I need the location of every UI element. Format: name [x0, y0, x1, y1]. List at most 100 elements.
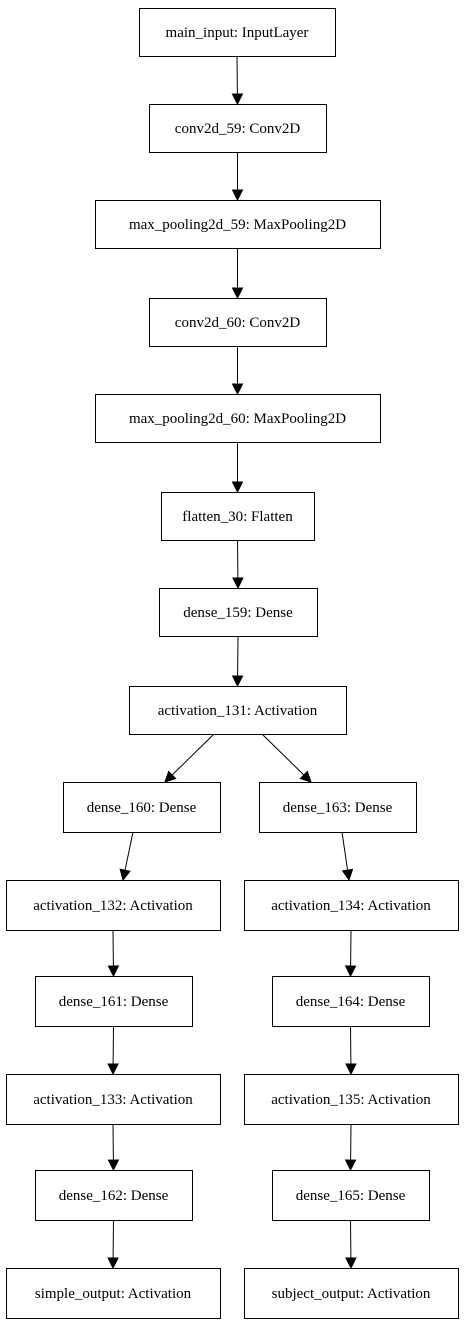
edge-line — [124, 831, 134, 871]
arrowhead-icon — [231, 93, 244, 106]
edge-dense_162-to-simple_output — [107, 1219, 119, 1270]
node-simple-output: simple_output: Activation — [6, 1268, 221, 1319]
edge-flatten_30-to-dense_159 — [232, 539, 244, 590]
arrowhead-icon — [345, 1063, 357, 1076]
node-box — [259, 782, 417, 833]
node-dense-165: dense_165: Dense — [272, 1170, 430, 1221]
arrowhead-icon — [107, 1257, 119, 1270]
node-label: max_pooling2d_59: MaxPooling2D — [129, 217, 346, 233]
edge-dense_163-to-activation_134 — [341, 831, 354, 882]
node-box — [159, 588, 318, 637]
node-box — [244, 1074, 459, 1125]
edge-conv2d_59-to-max_pooling2d_59 — [231, 152, 244, 202]
node-label: dense_160: Dense — [87, 800, 197, 816]
node-flatten-30: flatten_30: Flatten — [161, 492, 315, 541]
node-label: conv2d_59: Conv2D — [175, 121, 301, 137]
edges-layer — [107, 55, 357, 1270]
arrowhead-icon — [345, 1257, 357, 1270]
node-box — [272, 976, 430, 1027]
arrowhead-icon — [107, 965, 120, 978]
node-label: dense_159: Dense — [183, 605, 293, 621]
node-subject-output: subject_output: Activation — [244, 1268, 459, 1319]
edge-main_input-to-conv2d_59 — [231, 55, 244, 106]
edge-activation_131-to-dense_160 — [164, 733, 215, 783]
node-conv2d-59: conv2d_59: Conv2D — [149, 104, 327, 153]
node-box — [244, 880, 459, 931]
edge-activation_132-to-dense_161 — [107, 929, 120, 978]
edge-max_pooling2d_60-to-flatten_30 — [231, 442, 244, 494]
node-main-input: main_input: InputLayer — [139, 8, 336, 57]
arrowhead-icon — [232, 577, 244, 590]
arrowhead-icon — [344, 965, 357, 978]
arrowhead-icon — [231, 675, 244, 688]
node-box — [149, 298, 327, 347]
node-max-pooling2d-59: max_pooling2d_59: MaxPooling2D — [95, 200, 381, 249]
edge-line — [171, 733, 215, 776]
edge-max_pooling2d_59-to-conv2d_60 — [231, 248, 244, 300]
node-label: dense_164: Dense — [296, 994, 406, 1010]
node-box — [139, 8, 336, 57]
arrowhead-icon — [119, 868, 131, 882]
edge-line — [341, 831, 349, 871]
node-box — [63, 782, 221, 833]
arrowhead-icon — [299, 770, 312, 783]
edge-line — [261, 733, 305, 776]
node-box — [149, 104, 327, 153]
node-label: activation_131: Activation — [158, 703, 318, 719]
arrowhead-icon — [231, 383, 244, 396]
arrowhead-icon — [231, 287, 244, 300]
node-box — [272, 1170, 430, 1221]
node-label: subject_output: Activation — [272, 1286, 431, 1302]
node-label: main_input: InputLayer — [166, 25, 309, 41]
node-dense-161: dense_161: Dense — [35, 976, 193, 1027]
node-label: simple_output: Activation — [35, 1286, 192, 1302]
node-dense-163: dense_163: Dense — [259, 782, 417, 833]
node-activation-131: activation_131: Activation — [129, 686, 347, 735]
node-box — [6, 1074, 221, 1125]
arrowhead-icon — [107, 1063, 119, 1076]
node-dense-160: dense_160: Dense — [63, 782, 221, 833]
node-label: dense_165: Dense — [296, 1188, 406, 1204]
edge-dense_161-to-activation_133 — [107, 1025, 119, 1076]
edge-dense_164-to-activation_135 — [345, 1025, 357, 1076]
arrowhead-icon — [344, 1159, 357, 1172]
edge-dense_165-to-subject_output — [345, 1219, 357, 1270]
node-label: activation_132: Activation — [33, 898, 193, 914]
arrowhead-icon — [231, 481, 244, 494]
node-dense-159: dense_159: Dense — [159, 588, 318, 637]
node-label: dense_162: Dense — [59, 1188, 169, 1204]
node-label: max_pooling2d_60: MaxPooling2D — [129, 411, 346, 427]
node-dense-164: dense_164: Dense — [272, 976, 430, 1027]
node-conv2d-60: conv2d_60: Conv2D — [149, 298, 327, 347]
edge-activation_131-to-dense_163 — [261, 733, 312, 783]
nodes-layer: main_input: InputLayer conv2d_59: Conv2D m… — [6, 8, 459, 1319]
node-box — [35, 1170, 193, 1221]
arrowhead-icon — [341, 868, 354, 882]
edge-activation_133-to-dense_162 — [107, 1123, 120, 1172]
node-activation-132: activation_132: Activation — [6, 880, 221, 931]
node-label: activation_133: Activation — [33, 1092, 193, 1108]
arrowhead-icon — [231, 189, 244, 202]
node-label: conv2d_60: Conv2D — [175, 315, 301, 331]
node-box — [6, 1268, 221, 1319]
edge-activation_134-to-dense_164 — [344, 929, 357, 978]
node-box — [244, 1268, 459, 1319]
node-max-pooling2d-60: max_pooling2d_60: MaxPooling2D — [95, 394, 381, 443]
node-label: activation_134: Activation — [271, 898, 431, 914]
node-activation-133: activation_133: Activation — [6, 1074, 221, 1125]
edge-dense_159-to-activation_131 — [231, 635, 244, 688]
node-label: dense_163: Dense — [283, 800, 393, 816]
node-activation-134: activation_134: Activation — [244, 880, 459, 931]
node-box — [161, 492, 315, 541]
edge-activation_135-to-dense_165 — [344, 1123, 357, 1172]
node-box — [6, 880, 221, 931]
node-box — [95, 200, 381, 249]
node-label: activation_135: Activation — [271, 1092, 431, 1108]
node-label: dense_161: Dense — [59, 994, 169, 1010]
node-label: flatten_30: Flatten — [182, 509, 293, 525]
node-box — [35, 976, 193, 1027]
node-dense-162: dense_162: Dense — [35, 1170, 193, 1221]
arrowhead-icon — [107, 1159, 120, 1172]
node-activation-135: activation_135: Activation — [244, 1074, 459, 1125]
